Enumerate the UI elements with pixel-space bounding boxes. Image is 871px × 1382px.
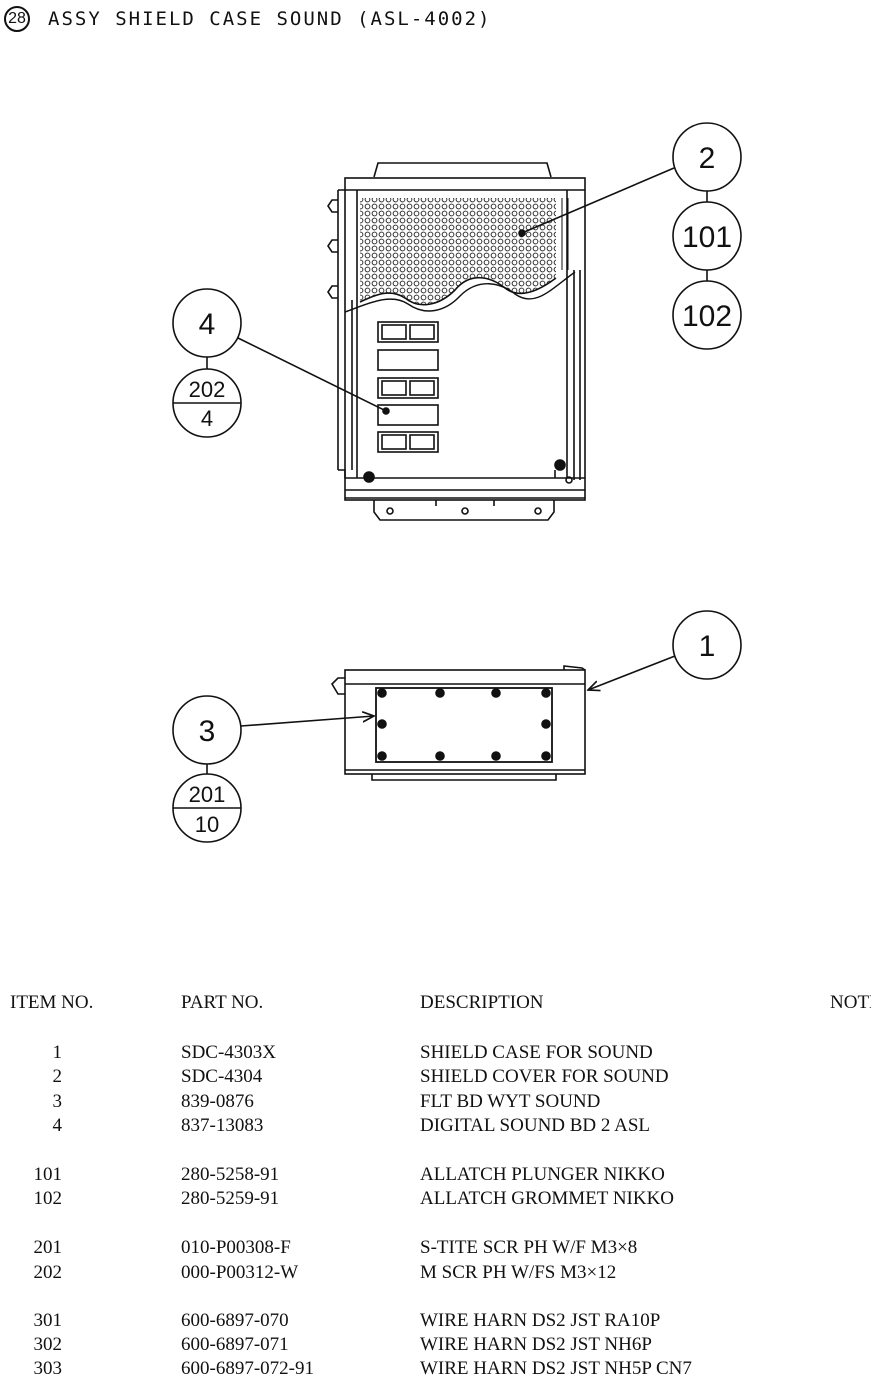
table-row: 3 839-0876 FLT BD WYT SOUND <box>0 1091 871 1115</box>
callout-bubble-102 <box>672 280 742 350</box>
part-description: WIRE HARN DS2 JST NH5P CN7 <box>420 1358 692 1379</box>
callout-bubble-4 <box>172 288 242 358</box>
table-row: 302 600-6897-071 WIRE HARN DS2 JST NH6P <box>0 1334 871 1358</box>
part-number: 280-5259-91 <box>181 1188 280 1209</box>
part-number: 837-13083 <box>181 1115 264 1136</box>
part-number: 839-0876 <box>181 1091 254 1112</box>
part-number: 600-6897-072-91 <box>181 1358 314 1379</box>
shield-case-side-view <box>330 665 586 781</box>
part-number: 000-P00312-W <box>181 1262 299 1283</box>
callout-10: 10 <box>195 812 219 837</box>
page-header: 28 ASSY SHIELD CASE SOUND (ASL-4002) <box>4 4 492 34</box>
callout-4: 4 <box>199 308 216 341</box>
table-row: 102 280-5259-91 ALLATCH GROMMET NIKKO <box>0 1188 871 1212</box>
page-title: ASSY SHIELD CASE SOUND (ASL-4002) <box>48 8 492 30</box>
part-number: 010-P00308-F <box>181 1237 291 1258</box>
item-number: 4 <box>52 1115 63 1136</box>
callout-101: 101 <box>682 221 732 254</box>
item-number: 3 <box>52 1091 63 1112</box>
callout-bubble-3 <box>172 695 242 765</box>
table-row: 303 600-6897-072-91 WIRE HARN DS2 JST NH5P… <box>0 1358 871 1382</box>
item-number: 301 <box>33 1310 63 1331</box>
table-row: 1 SDC-4303X SHIELD CASE FOR SOUND <box>0 1042 871 1066</box>
item-number: 302 <box>33 1334 63 1355</box>
callout-2: 2 <box>699 142 716 175</box>
part-description: SHIELD COVER FOR SOUND <box>420 1066 669 1087</box>
table-row: 101 280-5258-91 ALLATCH PLUNGER NIKKO <box>0 1164 871 1188</box>
assembly-drawing: 2 101 102 4 202 4 1 3 201 10 <box>172 122 742 843</box>
shield-case-top-view <box>327 162 586 521</box>
part-number: SDC-4304 <box>181 1066 263 1087</box>
callout-1: 1 <box>699 630 716 663</box>
part-description: WIRE HARN DS2 JST RA10P <box>420 1310 661 1331</box>
part-description: S-TITE SCR PH W/F M3×8 <box>420 1237 638 1258</box>
header-note: NOTE <box>830 992 871 1013</box>
part-number: SDC-4303X <box>181 1042 277 1063</box>
callout-102: 102 <box>682 300 732 333</box>
part-description: ALLATCH GROMMET NIKKO <box>420 1188 675 1209</box>
item-number: 201 <box>33 1237 63 1258</box>
callout-3: 3 <box>199 715 216 748</box>
table-row: 301 600-6897-070 WIRE HARN DS2 JST RA10P <box>0 1310 871 1334</box>
item-number: 202 <box>33 1262 63 1283</box>
callouts <box>172 122 742 843</box>
part-description: DIGITAL SOUND BD 2 ASL <box>420 1115 650 1136</box>
item-number: 303 <box>33 1358 63 1379</box>
item-number: 101 <box>33 1164 63 1185</box>
part-description: WIRE HARN DS2 JST NH6P <box>420 1334 652 1355</box>
header-item-no: ITEM NO. <box>10 992 94 1013</box>
callout-bubble-1 <box>672 610 742 680</box>
item-number: 1 <box>52 1042 63 1063</box>
part-number: 600-6897-070 <box>181 1310 289 1331</box>
part-description: M SCR PH W/FS M3×12 <box>420 1262 617 1283</box>
table-row: 201 010-P00308-F S-TITE SCR PH W/F M3×8 <box>0 1237 871 1261</box>
callout-4-qty: 4 <box>201 406 213 431</box>
part-number: 600-6897-071 <box>181 1334 289 1355</box>
part-description: ALLATCH PLUNGER NIKKO <box>420 1164 665 1185</box>
item-number: 102 <box>33 1188 63 1209</box>
header-part-no: PART NO. <box>181 992 264 1013</box>
table-row: 4 837-13083 DIGITAL SOUND BD 2 ASL <box>0 1115 871 1139</box>
callout-bubble-101 <box>672 201 742 271</box>
callout-bubble-2 <box>672 122 742 192</box>
part-number: 280-5258-91 <box>181 1164 280 1185</box>
figure-number-badge: 28 <box>4 6 30 32</box>
part-description: SHIELD CASE FOR SOUND <box>420 1042 653 1063</box>
item-number: 2 <box>52 1066 63 1087</box>
table-row: 202 000-P00312-W M SCR PH W/FS M3×12 <box>0 1262 871 1286</box>
header-description: DESCRIPTION <box>420 992 544 1013</box>
table-row: 2 SDC-4304 SHIELD COVER FOR SOUND <box>0 1066 871 1090</box>
callout-202: 202 <box>189 377 226 402</box>
callout-201: 201 <box>189 782 226 807</box>
part-description: FLT BD WYT SOUND <box>420 1091 601 1112</box>
